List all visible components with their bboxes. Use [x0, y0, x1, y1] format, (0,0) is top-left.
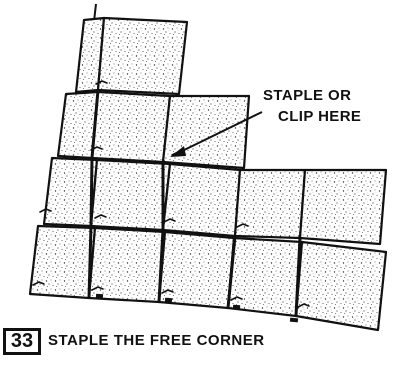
- panel-r4-c2: [89, 228, 165, 302]
- panel-r4-c5: [296, 242, 386, 330]
- panel-r3-c5: [300, 170, 386, 244]
- step-number-badge: 33: [3, 328, 41, 355]
- callout-label-line-1: STAPLE OR: [263, 88, 351, 103]
- panel-r2-c2: [92, 92, 170, 162]
- panel-r4-c1: [30, 226, 95, 298]
- panel-r3-c1: [44, 158, 97, 226]
- panel-r3-c4: [235, 170, 305, 238]
- callout-label-line-2: CLIP HERE: [278, 109, 361, 124]
- step-caption: STAPLE THE FREE CORNER: [48, 333, 265, 348]
- panel-r1-c2: [98, 18, 187, 94]
- panel-r3-c2: [91, 160, 170, 230]
- panel-r2-c3: [163, 96, 249, 168]
- panel-r4-c4: [228, 238, 302, 316]
- panel-r3-c3: [163, 164, 240, 236]
- panel-r4-c3: [159, 232, 234, 308]
